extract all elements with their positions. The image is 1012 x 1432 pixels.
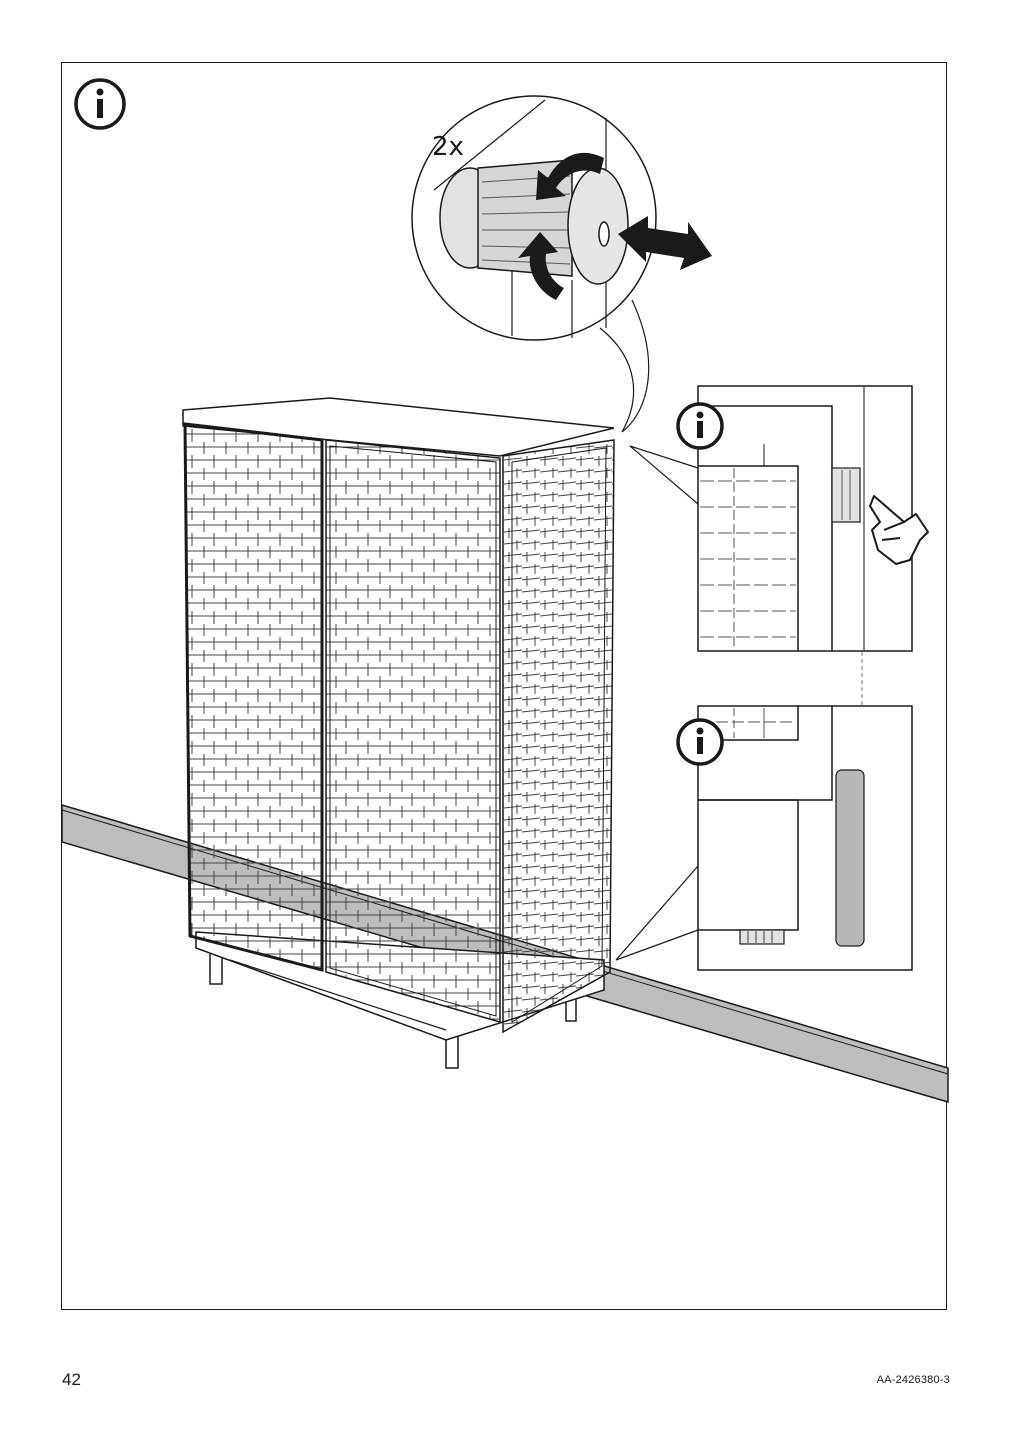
callout-lines	[599, 299, 699, 961]
info-icon	[676, 402, 724, 450]
lower-detail-panel	[697, 705, 913, 971]
info-icon	[676, 718, 724, 766]
quantity-label: 2x	[432, 132, 464, 162]
illustration-frame	[61, 62, 947, 1310]
cabinet-illustration	[182, 397, 615, 1069]
document-code: AA-2426380-3	[876, 1374, 950, 1386]
page-number: 42	[62, 1370, 81, 1389]
rotate-arrow-icon	[518, 152, 604, 300]
hand-touch-icon	[869, 495, 929, 565]
info-icon	[74, 78, 126, 130]
double-arrow-icon	[618, 216, 712, 270]
upper-detail-panel	[697, 385, 913, 652]
